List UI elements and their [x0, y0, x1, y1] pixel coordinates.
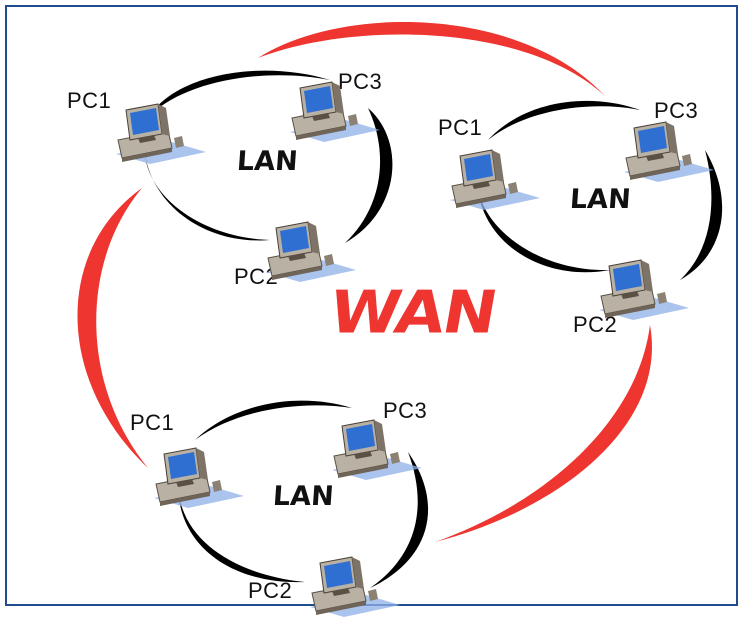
lan-2-pc1-label: PC1: [438, 115, 483, 140]
computer-icon: [624, 121, 714, 182]
computer-icon: [332, 419, 422, 480]
wan-link-right: [435, 325, 652, 542]
computer-icon: [154, 447, 244, 508]
lan-1-pc3-label: PC3: [338, 69, 383, 94]
lan-2-label: LAN: [568, 184, 632, 215]
computer-icon: [450, 149, 540, 210]
lan-3-pc1-label: PC1: [130, 410, 175, 435]
lan-3-pc3-label: PC3: [383, 398, 428, 423]
lan-ring-3: [178, 400, 429, 588]
wan-link-left: [77, 188, 148, 468]
lan-2-pc3-label: PC3: [654, 98, 699, 123]
computer-icon: [116, 103, 206, 164]
lan-ring-1: [145, 70, 393, 243]
lan-3-pc2-label: PC2: [248, 578, 293, 603]
lan-ring-2: [478, 100, 723, 280]
computer-icon: [599, 259, 689, 320]
lan-3-label: LAN: [271, 481, 335, 512]
computer-icon: [266, 221, 356, 282]
computer-icon: [290, 81, 380, 142]
lan-1-pc1-label: PC1: [67, 88, 112, 113]
lan-1-label: LAN: [235, 146, 299, 177]
wan-label: WAN: [323, 278, 501, 348]
